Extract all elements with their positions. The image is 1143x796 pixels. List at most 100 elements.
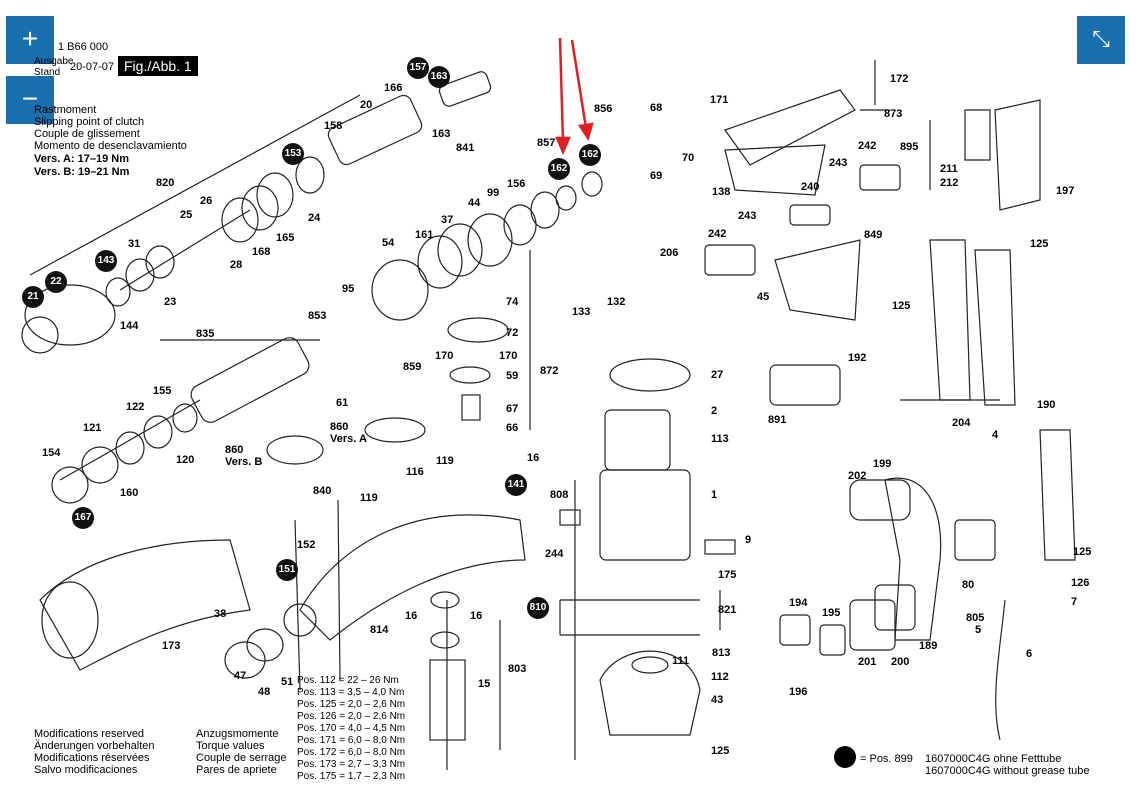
label-172: 172 bbox=[890, 73, 909, 85]
part-number: 1 B66 000 bbox=[58, 41, 109, 53]
label-873: 873 bbox=[884, 108, 903, 120]
label-54: 54 bbox=[382, 237, 395, 249]
label-168: 168 bbox=[252, 246, 271, 258]
badge-141: 141 bbox=[505, 474, 527, 496]
mods-line-2: Änderungen vorbehalten bbox=[34, 740, 155, 752]
label-891: 891 bbox=[768, 414, 787, 426]
badge-22: 22 bbox=[45, 271, 67, 293]
label-206: 206 bbox=[660, 247, 679, 259]
label-155: 155 bbox=[153, 385, 172, 397]
legend-dot bbox=[834, 746, 856, 768]
badge-163: 163 bbox=[428, 66, 450, 88]
label-20: 20 bbox=[360, 99, 373, 111]
torque-header-3: Couple de serrage bbox=[196, 752, 287, 764]
label-43: 43 bbox=[711, 694, 724, 706]
label-171: 171 bbox=[710, 94, 729, 106]
label-1: 1 bbox=[711, 489, 718, 501]
label-4: 4 bbox=[992, 429, 999, 441]
label-116: 116 bbox=[406, 466, 424, 478]
torque-value: Pos. 125 = 2,0 – 2,6 Nm bbox=[297, 699, 406, 710]
label-813: 813 bbox=[712, 647, 731, 659]
label-48: 48 bbox=[258, 686, 271, 698]
label-156: 156 bbox=[507, 178, 526, 190]
badge-21: 21 bbox=[22, 286, 44, 308]
label-173: 173 bbox=[162, 640, 181, 652]
label-132: 132 bbox=[607, 296, 626, 308]
label-190: 190 bbox=[1037, 399, 1056, 411]
label-23: 23 bbox=[164, 296, 177, 308]
label-201: 201 bbox=[858, 656, 877, 668]
label-25: 25 bbox=[180, 209, 193, 221]
torque-header-4: Pares de apriete bbox=[196, 764, 277, 776]
clutch-vers-a: Vers. A: 17–19 Nm bbox=[34, 153, 129, 165]
label-113: 113 bbox=[711, 433, 729, 445]
stand-label: Stand bbox=[34, 67, 61, 78]
label-16-c: 16 bbox=[470, 610, 483, 622]
label-805: 805 bbox=[966, 612, 985, 624]
label-95: 95 bbox=[342, 283, 355, 295]
label-196: 196 bbox=[789, 686, 808, 698]
label-849: 849 bbox=[864, 229, 883, 241]
label-165: 165 bbox=[276, 232, 295, 244]
label-111: 111 bbox=[672, 655, 690, 667]
label-15: 15 bbox=[478, 678, 491, 690]
label-199: 199 bbox=[873, 458, 892, 470]
torque-value: Pos. 171 = 6,0 – 8,0 Nm bbox=[297, 735, 406, 746]
torque-value: Pos. 113 = 3,5 – 4,0 Nm bbox=[297, 687, 405, 698]
label-112: 112 bbox=[711, 671, 729, 683]
label-872: 872 bbox=[540, 365, 559, 377]
label-160: 160 bbox=[120, 487, 139, 499]
label-202: 202 bbox=[848, 470, 867, 482]
label-170-b: 170 bbox=[499, 350, 518, 362]
zoom-out-button[interactable]: − bbox=[6, 76, 54, 124]
label-189: 189 bbox=[919, 640, 938, 652]
label-51: 51 bbox=[281, 676, 294, 688]
label-26: 26 bbox=[200, 195, 213, 207]
badge-162-a: 162 bbox=[548, 158, 570, 180]
label-69: 69 bbox=[650, 170, 663, 182]
label-244: 244 bbox=[545, 548, 564, 560]
label-45: 45 bbox=[757, 291, 770, 303]
grease-de: 1607000C4G ohne Fetttube bbox=[925, 753, 1062, 765]
label-47: 47 bbox=[234, 670, 247, 682]
label-820: 820 bbox=[156, 177, 175, 189]
label-2: 2 bbox=[711, 405, 718, 417]
label-16-b: 16 bbox=[405, 610, 418, 622]
badge-153: 153 bbox=[282, 143, 304, 165]
label-194: 194 bbox=[789, 597, 808, 609]
label-242-a: 242 bbox=[858, 140, 877, 152]
clutch-line-3: Couple de glissement bbox=[34, 128, 140, 140]
label-27: 27 bbox=[711, 369, 724, 381]
label-125-b: 125 bbox=[892, 300, 911, 312]
label-125-c: 125 bbox=[711, 745, 730, 757]
label-59: 59 bbox=[506, 370, 519, 382]
label-121: 121 bbox=[83, 422, 102, 434]
edition-label: Ausgabe bbox=[34, 56, 74, 67]
edition-date: 20-07-07 bbox=[70, 61, 115, 73]
figure-label: Fig./Abb. 1 bbox=[118, 56, 198, 76]
label-166: 166 bbox=[384, 82, 403, 94]
label-211: 211 bbox=[940, 163, 958, 175]
fullscreen-button[interactable]: ⤡ bbox=[1077, 16, 1125, 64]
label-243-b: 243 bbox=[738, 210, 757, 222]
label-158: 158 bbox=[324, 120, 343, 132]
label-7: 7 bbox=[1071, 596, 1078, 608]
clutch-line-2: Slipping point of clutch bbox=[34, 116, 145, 128]
mods-line-1: Modifications reserved bbox=[34, 728, 145, 740]
label-133: 133 bbox=[572, 306, 591, 318]
zoom-in-button[interactable]: + bbox=[6, 16, 54, 64]
torque-value: Pos. 175 = 1,7 – 2,3 Nm bbox=[297, 771, 406, 782]
label-240: 240 bbox=[801, 181, 820, 193]
label-154: 154 bbox=[42, 447, 61, 459]
label-175: 175 bbox=[718, 569, 737, 581]
grease-en: 1607000C4G without grease tube bbox=[925, 765, 1090, 777]
label-144: 144 bbox=[120, 320, 139, 332]
label-120: 120 bbox=[176, 454, 195, 466]
label-44: 44 bbox=[468, 197, 481, 209]
label-125-d: 125 bbox=[1073, 546, 1092, 558]
badge-810: 810 bbox=[527, 597, 549, 619]
label-6: 6 bbox=[1026, 648, 1033, 660]
badge-143: 143 bbox=[95, 250, 117, 272]
label-895: 895 bbox=[900, 141, 919, 153]
